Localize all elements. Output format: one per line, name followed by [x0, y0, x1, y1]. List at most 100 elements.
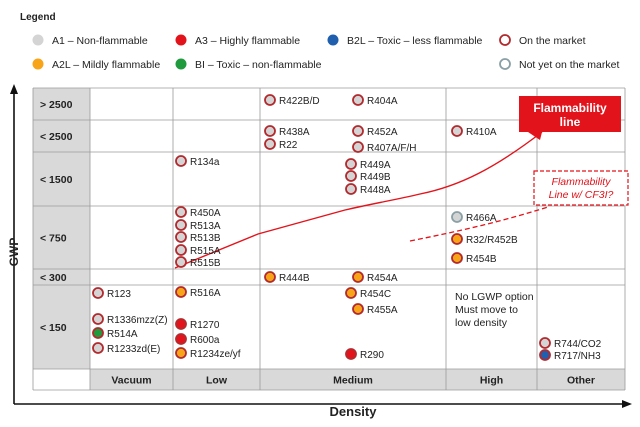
y-tick-750: < 750 — [40, 233, 67, 245]
point-r516a: R516A — [175, 286, 221, 299]
point-marker — [539, 337, 551, 349]
point-r450a: R450A — [175, 206, 221, 219]
cf3i-line-text: Line w/ CF3I? — [549, 189, 614, 201]
legend-label-a2l: A2L – Mildly flammable — [52, 59, 160, 71]
point-marker — [175, 286, 187, 298]
legend-swatch-a3 — [175, 34, 187, 46]
point-r22: R22 — [264, 138, 298, 151]
legend-ring-label-market: On the market — [519, 35, 586, 47]
point-marker — [175, 256, 187, 268]
point-marker — [451, 211, 463, 223]
point-r134a: R134a — [175, 155, 220, 168]
point-label: R449B — [360, 172, 391, 183]
flammability-lines — [174, 131, 549, 269]
point-r1270: R1270 — [175, 318, 220, 331]
point-r448a: R448A — [345, 183, 391, 196]
point-label: R515B — [190, 258, 221, 269]
flammability-line — [174, 131, 543, 269]
point-marker — [264, 271, 276, 283]
x-axis-label: Density — [330, 404, 378, 419]
point-r514a: R514A — [92, 327, 138, 340]
point-marker — [175, 155, 187, 167]
point-r449a: R449A — [345, 158, 391, 171]
point-marker — [345, 170, 357, 182]
legend-ring-notyet — [499, 58, 511, 70]
flammability-line-text: line — [560, 115, 581, 129]
legend-label-b2l: B2L – Toxic – less flammable — [347, 35, 483, 47]
point-r1336mzz-z: R1336mzz(Z) — [92, 313, 168, 326]
point-marker — [352, 303, 364, 315]
point-label: R450A — [190, 208, 221, 219]
point-marker — [175, 347, 187, 359]
point-label: R454A — [367, 273, 398, 284]
x-tick-vacuum: Vacuum — [111, 375, 151, 387]
flammability-line-cf3i — [409, 206, 549, 242]
legend-title: Legend — [20, 12, 56, 23]
point-marker — [352, 125, 364, 137]
point-r717-nh3: R717/NH3 — [539, 349, 601, 362]
point-r290: R290 — [345, 348, 384, 361]
point-label: R32/R452B — [466, 235, 518, 246]
y-tick-150: < 150 — [40, 322, 67, 334]
x-tick-high: High — [480, 375, 503, 387]
point-label: R1336mzz(Z) — [107, 315, 168, 326]
point-marker — [345, 158, 357, 170]
point-r123: R123 — [92, 287, 131, 300]
y-tick-2500: > 2500 — [40, 99, 73, 111]
legend-label-a3: A3 – Highly flammable — [195, 35, 300, 47]
point-marker — [175, 231, 187, 243]
point-r600a: R600a — [175, 333, 220, 346]
point-marker — [92, 287, 104, 299]
point-marker — [345, 287, 357, 299]
point-label: R466A — [466, 213, 497, 224]
point-label: R449A — [360, 160, 391, 171]
point-label: R1234ze/yf — [190, 349, 241, 360]
y-axis-tick-labels: > 2500< 2500< 1500< 750< 300< 150 — [40, 99, 73, 334]
point-label: R744/CO2 — [554, 339, 602, 350]
point-label: R410A — [466, 127, 497, 138]
legend-ring-market — [499, 34, 511, 46]
no-lgwp-text: Must move to — [455, 304, 518, 316]
point-label: R444B — [279, 273, 310, 284]
point-r452a: R452A — [352, 125, 398, 138]
legend-swatch-a1 — [32, 34, 44, 46]
point-label: R134a — [190, 157, 220, 168]
point-r466a: R466A — [451, 211, 497, 224]
point-r444b: R444B — [264, 271, 310, 284]
point-r438a: R438A — [264, 125, 310, 138]
point-label: R514A — [107, 329, 138, 340]
point-r513b: R513B — [175, 231, 221, 244]
point-marker — [451, 125, 463, 137]
point-marker — [175, 244, 187, 256]
point-r454a: R454A — [352, 271, 398, 284]
point-label: R513B — [190, 233, 221, 244]
point-r449b: R449B — [345, 170, 391, 183]
point-marker — [175, 219, 187, 231]
point-marker — [451, 233, 463, 245]
flammability-line-text: Flammability — [533, 101, 607, 115]
point-r410a: R410A — [451, 125, 497, 138]
point-label: R515A — [190, 246, 221, 257]
point-r744-co2: R744/CO2 — [539, 337, 602, 350]
point-marker — [175, 333, 187, 345]
x-tick-other: Other — [567, 375, 595, 387]
cf3i-line-text: Flammability — [552, 176, 612, 188]
point-label: R454C — [360, 289, 391, 300]
legend-label-bi: BI – Toxic – non-flammable — [195, 59, 322, 71]
point-r1234ze-yf: R1234ze/yf — [175, 347, 241, 360]
no-lgwp-text: low density — [455, 317, 508, 329]
point-label: R717/NH3 — [554, 351, 601, 362]
y-tick-1500: < 1500 — [40, 174, 73, 186]
no-lgwp-text: No LGWP option — [455, 291, 534, 303]
legend-ring-label-notyet: Not yet on the market — [519, 59, 619, 71]
point-r32-r452b: R32/R452B — [451, 233, 518, 246]
point-marker — [345, 183, 357, 195]
point-marker — [352, 94, 364, 106]
point-marker — [264, 125, 276, 137]
point-marker — [175, 318, 187, 330]
grid-bands — [33, 88, 625, 390]
